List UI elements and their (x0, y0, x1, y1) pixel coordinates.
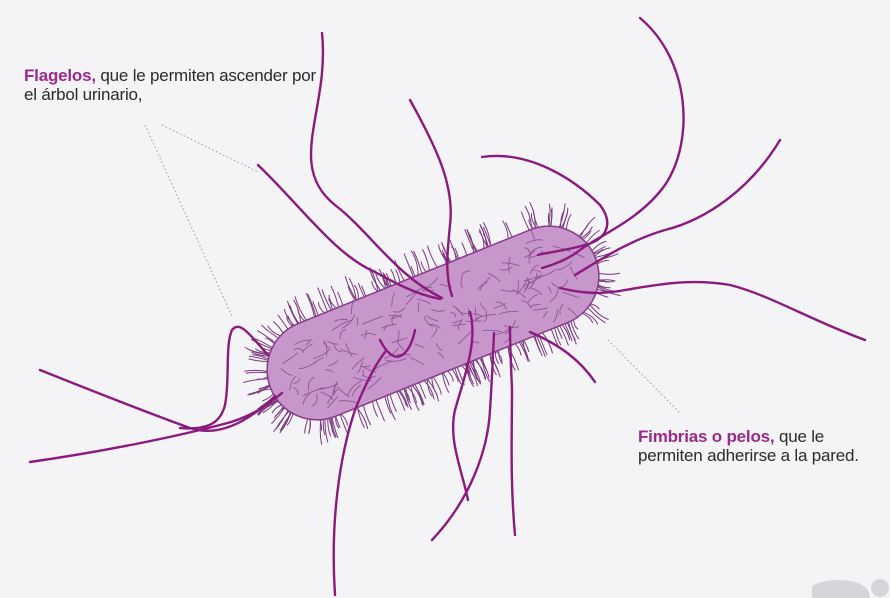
leader-line-flagelos-2 (162, 125, 258, 172)
logo-shape (812, 580, 870, 598)
brand-logo (812, 579, 889, 598)
flagellum-10 (40, 370, 275, 431)
cell-wall (252, 211, 614, 435)
label-fimbrias: Fimbrias o pelos, que le permiten adheri… (638, 427, 878, 465)
flagellum-1 (311, 33, 442, 298)
flagellum-16 (530, 332, 595, 382)
label-flagelos: Flagelos, que le permiten ascender por e… (24, 66, 324, 104)
leader-line-fimbrias (608, 340, 680, 413)
logo-dot (871, 579, 889, 597)
label-flagelos-term: Flagelos, (24, 66, 96, 85)
flagellum-9 (30, 393, 282, 462)
bacterium-body (252, 211, 614, 435)
label-fimbrias-term: Fimbrias o pelos, (638, 427, 774, 446)
leader-line-flagelos-1 (145, 125, 232, 316)
